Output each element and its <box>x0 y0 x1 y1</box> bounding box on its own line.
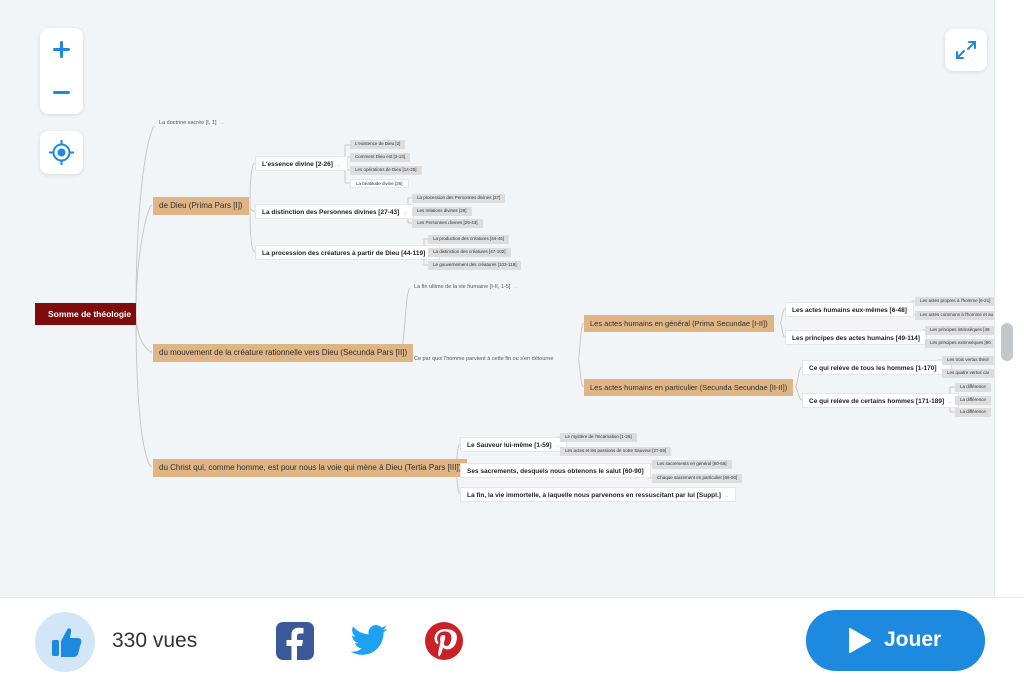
leaf-node[interactable]: Les Personnes divines [29-43] <box>412 219 483 228</box>
pinterest-icon <box>425 622 463 660</box>
node-label: La fin, la vie immortelle, à laquelle no… <box>467 492 721 499</box>
leaf-node[interactable]: La production des créatures [44-46] <box>428 235 510 244</box>
leaf-node[interactable]: La distinction des créatures [47-102] <box>428 248 511 257</box>
leaf-node[interactable]: Les opérations de Dieu [14-25] <box>350 166 422 175</box>
share-facebook-button[interactable] <box>275 621 315 661</box>
mind-map-canvas[interactable]: Somme de théologie La doctrine sacrée [I… <box>0 0 994 597</box>
arrow-icon: → <box>513 284 519 290</box>
leaf-node[interactable]: Les quatre vertus car <box>942 369 994 378</box>
leaf-node[interactable]: Les principes extrinsèques [90 <box>925 339 994 348</box>
leaf-node[interactable]: La différence <box>955 383 991 392</box>
node-label: La procession des créatures à partir de … <box>262 250 426 257</box>
crosshair-icon <box>49 140 74 165</box>
arrow-icon: → <box>335 162 341 168</box>
node-label: La distinction des Personnes divines [27… <box>262 209 400 216</box>
node-principes[interactable]: Les principes des actes humains [49-114] <box>785 330 927 345</box>
play-button[interactable]: Jouer <box>806 610 985 671</box>
node-prima-secundae[interactable]: Les actes humains en général (Prima Secu… <box>584 315 774 332</box>
node-secunda-pars[interactable]: du mouvement de la créature rationnelle … <box>153 344 414 362</box>
node-fin-immortelle[interactable]: La fin, la vie immortelle, à laquelle no… <box>460 487 736 502</box>
play-button-label: Jouer <box>884 628 942 651</box>
node-secunda-secundae[interactable]: Les actes humains en particulier (Secund… <box>584 379 794 396</box>
root-node[interactable]: Somme de théologie <box>35 303 136 325</box>
leaf-node[interactable]: Les sacrements en général [60-65] <box>652 460 732 469</box>
node-sacrements[interactable]: Ses sacrements, desquels nous obtenons l… <box>460 463 651 478</box>
node-moyen[interactable]: Ce par quoi l'homme parvient à cette fin… <box>414 356 554 362</box>
facebook-icon <box>276 622 314 661</box>
leaf-node[interactable]: Les relations divines [28] <box>412 207 472 216</box>
zoom-out-button[interactable] <box>40 71 83 114</box>
node-actes-memes[interactable]: Les actes humains eux-mêmes [6-48] <box>785 302 914 317</box>
fullscreen-button[interactable] <box>945 29 987 71</box>
arrow-icon: → <box>219 120 225 126</box>
arrow-icon: → <box>402 210 408 216</box>
view-count: 330 vues <box>112 629 198 652</box>
node-doctrine[interactable]: La doctrine sacrée [I, 1]→ <box>159 120 225 127</box>
share-twitter-button[interactable] <box>349 621 389 661</box>
node-label: La fin ultime de la vie humaine [I-II, 1… <box>414 284 511 290</box>
node-prima-pars[interactable]: de Dieu (Prima Pars [I]) <box>153 197 249 215</box>
node-personnes[interactable]: La distinction des Personnes divines [27… <box>255 204 415 219</box>
zoom-in-button[interactable] <box>40 28 83 71</box>
node-label: Ce qui relève de certains hommes [171-18… <box>809 398 945 405</box>
leaf-node[interactable]: Les principes intrinsèques [49 <box>925 326 994 335</box>
mind-map-links <box>135 125 955 495</box>
node-creatures[interactable]: La procession des créatures à partir de … <box>255 245 441 260</box>
node-certains-hommes[interactable]: Ce qui relève de certains hommes [171-18… <box>802 393 960 408</box>
leaf-node[interactable]: Comment Dieu est [3-13] <box>350 153 411 162</box>
node-label: La doctrine sacrée [I, 1] <box>159 120 217 126</box>
arrow-icon: → <box>723 493 729 499</box>
leaf-node[interactable]: L'existence de Dieu [2] <box>350 140 406 149</box>
node-tous-hommes[interactable]: Ce qui relève de tous les hommes [1-170]… <box>802 360 952 375</box>
leaf-node[interactable]: La procession des Personnes divines [27] <box>412 194 506 203</box>
leaf-node[interactable]: La différence <box>955 396 991 405</box>
node-fin-ultime[interactable]: La fin ultime de la vie humaine [I-II, 1… <box>414 284 519 291</box>
zoom-controls <box>40 28 83 114</box>
play-icon <box>849 628 871 653</box>
thumbs-up-icon <box>52 628 82 657</box>
leaf-node[interactable]: Les trois vertus théol <box>942 356 994 365</box>
arrow-icon: → <box>554 443 560 449</box>
like-button[interactable] <box>35 612 95 672</box>
share-pinterest-button[interactable] <box>424 621 464 661</box>
leaf-node[interactable]: Le gouvernement des créatures [103-119] <box>428 261 522 270</box>
twitter-icon <box>350 625 388 655</box>
arrow-icon: → <box>947 399 953 405</box>
center-map-button[interactable] <box>40 131 83 174</box>
node-sauveur[interactable]: Le Sauveur lui-même [1-59]→ <box>460 437 567 452</box>
leaf-node[interactable]: La béatitude divine [26] <box>350 179 409 188</box>
leaf-node[interactable]: La différence <box>955 408 991 417</box>
node-label: L'essence divine [2-26] <box>262 161 333 168</box>
expand-icon <box>956 41 976 59</box>
node-essence[interactable]: L'essence divine [2-26]→ <box>255 156 348 171</box>
node-label: Le Sauveur lui-même [1-59] <box>467 442 552 449</box>
vertical-scrollbar[interactable] <box>994 0 1024 597</box>
leaf-node[interactable]: Les actes communs à l'homme et au <box>915 311 994 320</box>
scrollbar-thumb[interactable] <box>1001 323 1013 361</box>
node-tertia-pars[interactable]: du Christ qui, comme homme, est pour nou… <box>153 459 468 477</box>
leaf-node[interactable]: Chaque sacrement en particulier [66-90] <box>652 474 743 483</box>
leaf-node[interactable]: Le mystère de l'Incarnation [1-26] <box>560 433 637 442</box>
node-label: Ce qui relève de tous les hommes [1-170] <box>809 365 937 372</box>
leaf-node[interactable]: Les actes propres à l'homme [6-21] <box>915 297 994 306</box>
leaf-node[interactable]: Les actes et les passions de notre Sauve… <box>560 447 672 456</box>
